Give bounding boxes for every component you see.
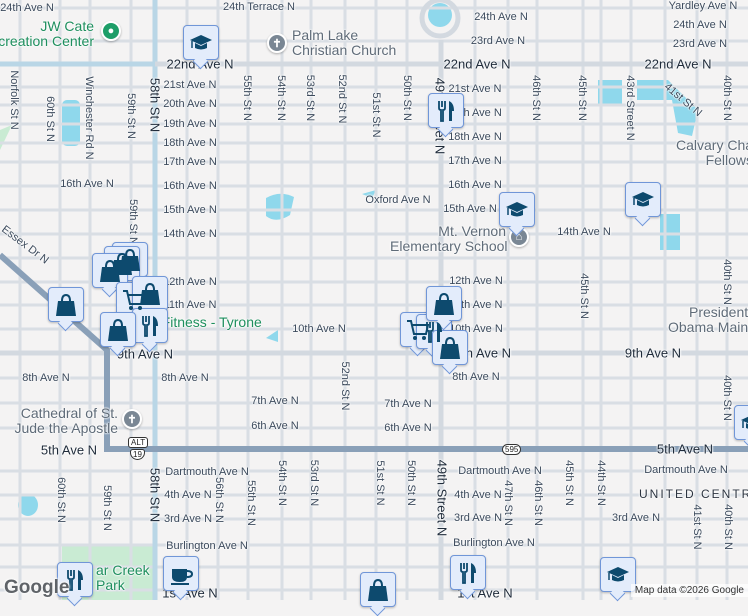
shopping-icon bbox=[100, 259, 120, 282]
map-attribution[interactable]: Map data ©2026 Google bbox=[630, 584, 748, 597]
shopping-icon bbox=[56, 293, 76, 316]
school-marker[interactable] bbox=[734, 405, 748, 440]
coffee-marker[interactable] bbox=[163, 556, 199, 591]
church-pin-icon[interactable]: ✝ bbox=[267, 33, 287, 53]
school-icon bbox=[190, 34, 212, 49]
map-canvas[interactable] bbox=[0, 0, 748, 600]
shopping-marker[interactable] bbox=[360, 572, 396, 607]
shopping-icon bbox=[108, 318, 128, 341]
school-marker[interactable] bbox=[183, 25, 219, 60]
restaurant-marker[interactable] bbox=[132, 308, 168, 343]
church-pin-icon[interactable]: ✝ bbox=[122, 409, 142, 429]
us-19-shield: 19 bbox=[130, 449, 145, 460]
restaurant-icon bbox=[460, 562, 476, 584]
shopping-marker[interactable] bbox=[132, 276, 168, 311]
school-marker[interactable] bbox=[625, 182, 661, 217]
restaurant-icon bbox=[142, 315, 158, 337]
school-marker[interactable] bbox=[600, 557, 636, 592]
school-marker[interactable] bbox=[499, 192, 535, 227]
restaurant-icon bbox=[438, 100, 454, 122]
shopping-icon bbox=[368, 578, 388, 601]
shopping-icon bbox=[434, 292, 454, 315]
grocery-icon bbox=[123, 289, 146, 310]
restaurant-marker[interactable] bbox=[428, 93, 464, 128]
school-icon bbox=[632, 191, 654, 206]
shopping-marker[interactable] bbox=[48, 287, 84, 322]
major-roads bbox=[0, 0, 748, 600]
school-icon bbox=[607, 566, 629, 581]
google-logo: Google bbox=[4, 577, 70, 598]
school-icon bbox=[506, 201, 528, 216]
restaurant-marker[interactable] bbox=[57, 562, 93, 597]
shopping-marker[interactable] bbox=[432, 330, 468, 365]
shopping-icon bbox=[140, 282, 160, 305]
streets bbox=[0, 0, 748, 600]
restaurant-marker[interactable] bbox=[450, 555, 486, 590]
school-icon bbox=[741, 416, 748, 429]
park-pin-icon[interactable]: ● bbox=[101, 21, 121, 41]
alt-19-shield-top: ALT bbox=[128, 437, 149, 448]
shopping-icon bbox=[440, 336, 460, 359]
sr-595-shield: 595 bbox=[502, 444, 522, 455]
coffee-icon bbox=[171, 568, 194, 585]
shopping-marker[interactable] bbox=[426, 286, 462, 321]
shopping-marker[interactable] bbox=[92, 253, 128, 288]
restaurant-icon bbox=[426, 321, 442, 343]
restaurant-icon bbox=[67, 569, 83, 591]
grocery-icon bbox=[407, 319, 430, 340]
shopping-marker[interactable] bbox=[100, 312, 136, 347]
